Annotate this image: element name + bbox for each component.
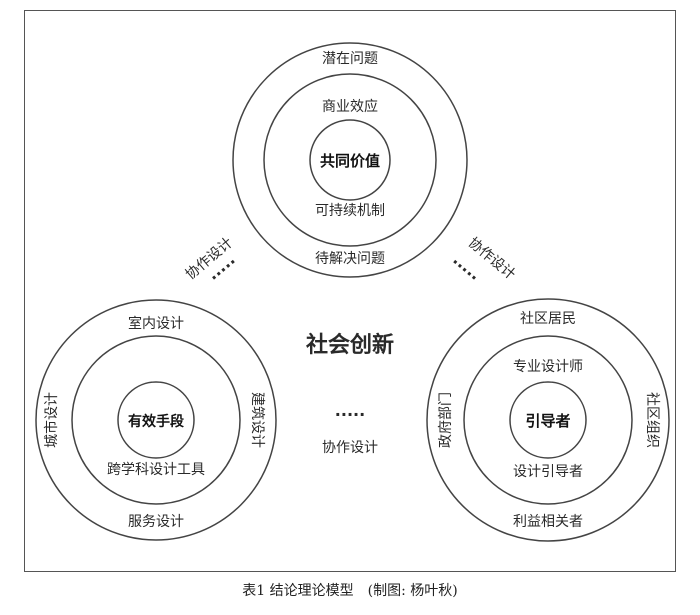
figure-caption: 表1 结论理论模型 (制图: 杨叶秋): [242, 583, 458, 599]
left-outer-bottom-label: 服务设计: [128, 514, 184, 530]
left-cluster: 有效手段 跨学科设计工具 室内设计 服务设计 城市设计 建筑设计: [35, 299, 277, 541]
left-inner-bottom-label: 跨学科设计工具: [107, 462, 205, 478]
left-outer-ring: [35, 299, 277, 541]
center-title: 社会创新: [306, 332, 394, 358]
right-center-circle: [509, 381, 587, 459]
left-outer-left-label: 城市设计: [43, 392, 60, 448]
right-inner-bottom-label: 设计引导者: [513, 464, 583, 480]
right-inner-ring: [463, 335, 633, 505]
bottom-connector-dots: ·····: [335, 405, 365, 424]
top-outer-ring: [232, 42, 468, 278]
right-outer-top-label: 社区居民: [520, 311, 576, 327]
right-outer-left-label: 政府部门: [438, 392, 454, 448]
left-center-circle: [117, 381, 195, 459]
right-center-label: 引导者: [525, 412, 570, 430]
top-inner-ring: [263, 73, 437, 247]
diagram-frame: [24, 10, 676, 572]
right-connector-dots: ·····: [447, 253, 482, 287]
left-outer-right-label: 建筑设计: [249, 392, 265, 448]
top-outer-bottom-label: 待解决问题: [315, 251, 385, 267]
right-outer-ring: [426, 298, 670, 542]
top-inner-top-label: 商业效应: [322, 98, 378, 115]
right-cluster: 引导者 专业设计师 设计引导者 社区居民 利益相关者 政府部门 社区组织: [426, 298, 670, 542]
right-outer-bottom-label: 利益相关者: [513, 514, 583, 530]
left-outer-top-label: 室内设计: [128, 315, 184, 332]
right-connector: 协作设计 ·····: [447, 235, 518, 287]
left-connector: 协作设计 ·····: [183, 235, 241, 287]
top-center-label: 共同价值: [320, 152, 380, 170]
left-center-label: 有效手段: [128, 413, 184, 430]
left-inner-ring: [71, 335, 241, 505]
top-center-circle: [309, 119, 391, 201]
top-cluster: 共同价值 商业效应 可持续机制 潜在问题 待解决问题: [232, 42, 468, 278]
bottom-connector-label: 协作设计: [322, 440, 378, 456]
right-inner-top-label: 专业设计师: [513, 359, 583, 375]
top-outer-top-label: 潜在问题: [322, 51, 378, 67]
right-outer-right-label: 社区组织: [644, 392, 660, 448]
top-inner-bottom-label: 可持续机制: [315, 202, 385, 219]
bottom-connector: ····· 协作设计: [322, 405, 378, 456]
